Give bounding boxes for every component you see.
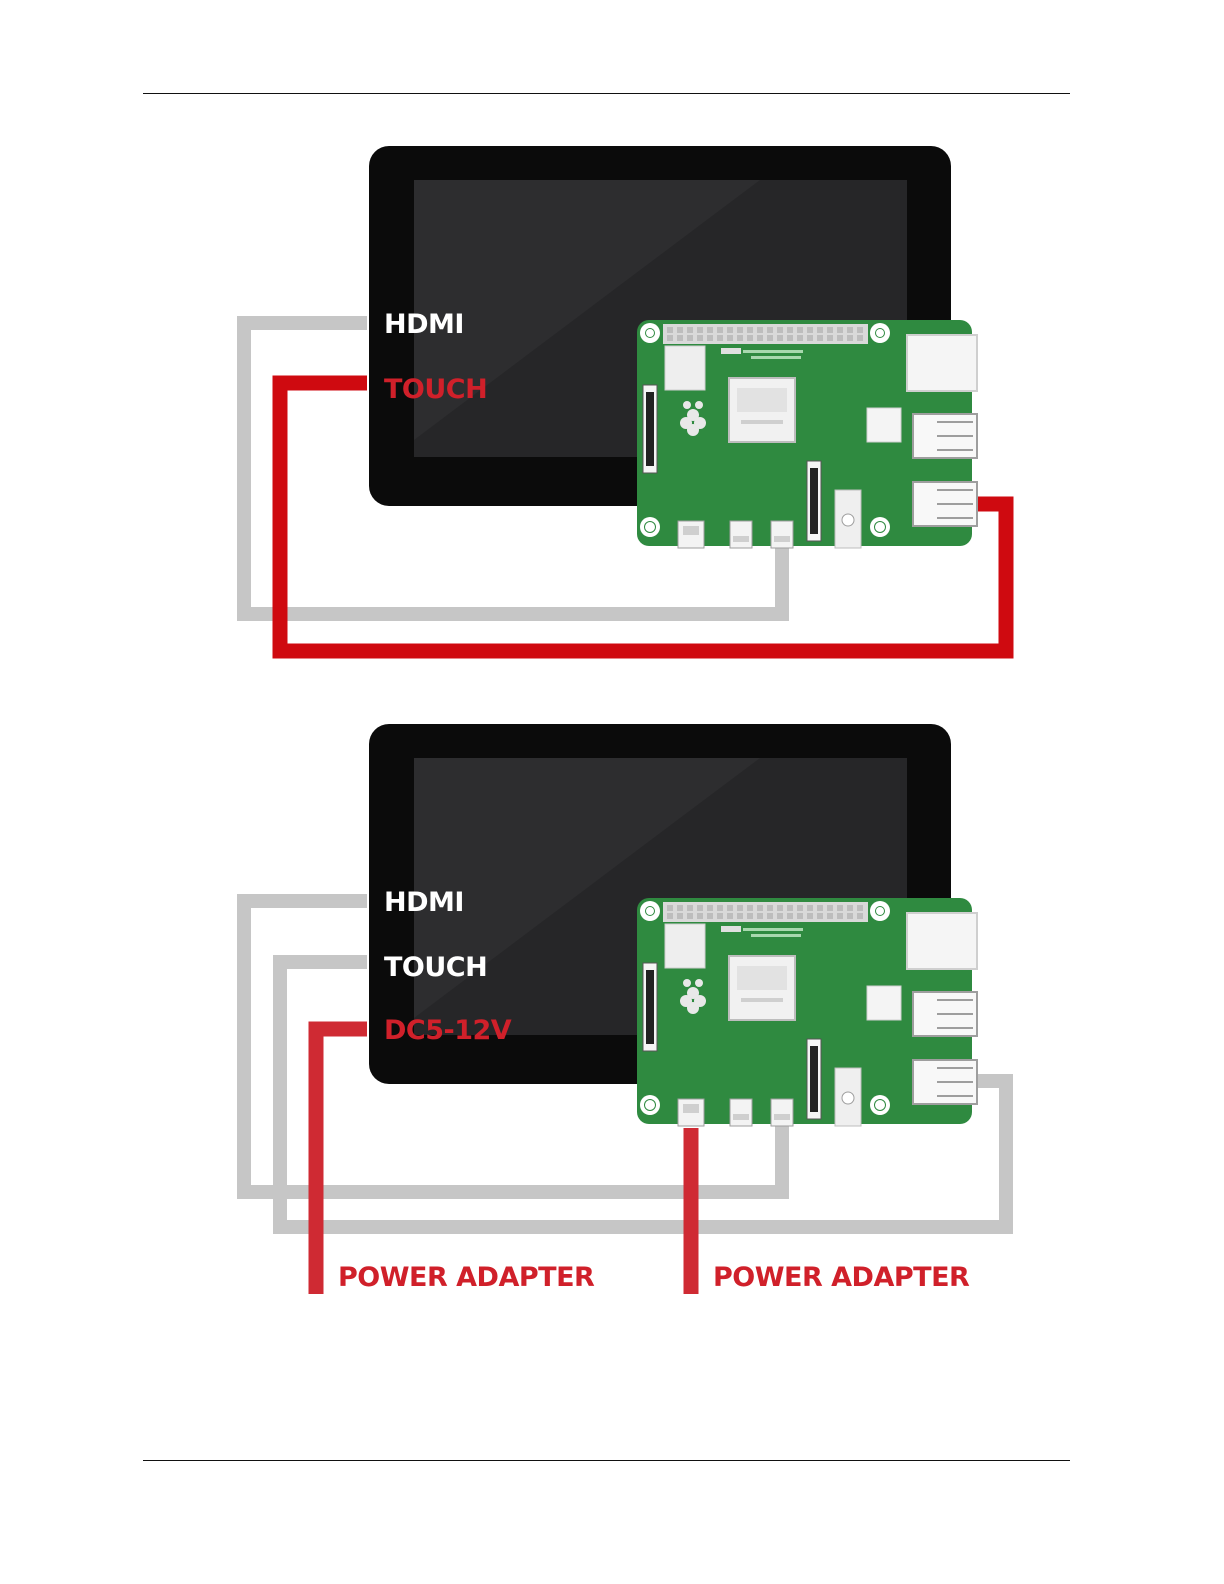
display-power-cable — [316, 1029, 367, 1294]
touch-label: TOUCH — [384, 954, 487, 981]
pi-power-adapter-label: POWER ADAPTER — [713, 1264, 969, 1291]
display-power-adapter-label: POWER ADAPTER — [338, 1264, 594, 1291]
footer-rule — [143, 1460, 1070, 1461]
raspberry-pi-board — [637, 320, 977, 548]
touch-label: TOUCH — [384, 376, 487, 403]
diagram-hdmi-touch-power: HDMI TOUCH DC5-12V POWER ADAPTER POWER A… — [0, 718, 1224, 1298]
hdmi-label: HDMI — [384, 889, 464, 916]
header-rule — [143, 93, 1070, 94]
hdmi-label: HDMI — [384, 311, 464, 338]
dc-input-label: DC5-12V — [384, 1017, 511, 1044]
raspberry-pi-board — [637, 898, 977, 1126]
diagram-hdmi-touch: HDMI TOUCH — [0, 140, 1224, 720]
